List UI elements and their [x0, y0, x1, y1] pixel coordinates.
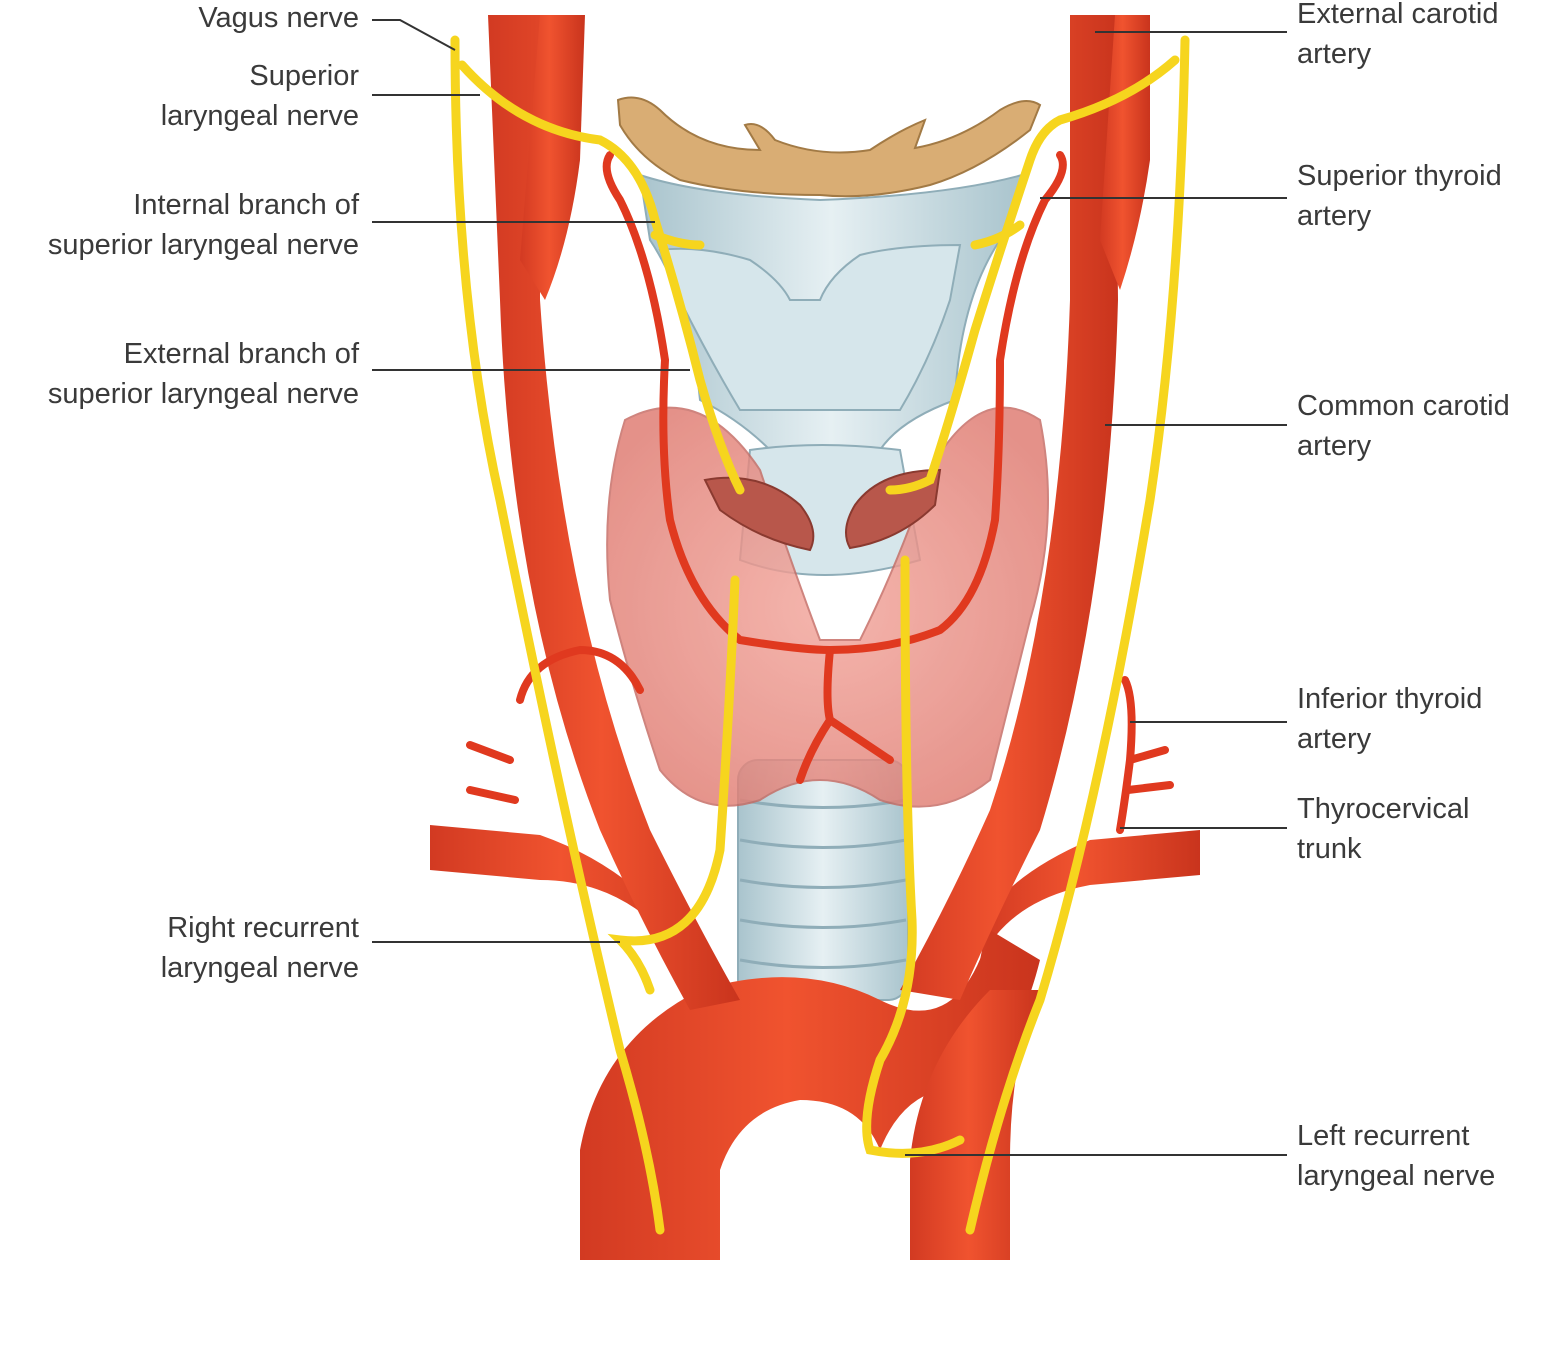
label-line: artery: [1297, 723, 1372, 755]
label-line: laryngeal nerve: [160, 952, 359, 984]
leader-lines: [372, 19, 1287, 1156]
label-line: trunk: [1297, 833, 1362, 865]
label-line: superior laryngeal nerve: [47, 229, 359, 261]
nerves: [450, 35, 1190, 1235]
label-line: Vagus nerve: [198, 2, 359, 34]
great-vessels: [430, 825, 1200, 1260]
label-line: superior laryngeal nerve: [47, 378, 359, 410]
label-line: artery: [1297, 430, 1372, 462]
label-line: laryngeal nerve: [1297, 1160, 1496, 1192]
label-inferior-thyroid-artery: Inferior thyroid artery: [1297, 679, 1482, 759]
label-thyrocervical-trunk: Thyrocervical trunk: [1297, 789, 1469, 869]
label-line: Superior: [249, 60, 359, 92]
label-line: Internal branch of: [133, 189, 359, 221]
label-line: laryngeal nerve: [160, 100, 359, 132]
label-internal-branch: Internal branch of superior laryngeal ne…: [48, 185, 359, 265]
label-line: artery: [1297, 38, 1372, 70]
label-line: External branch of: [123, 338, 359, 370]
label-external-branch: External branch of superior laryngeal ne…: [48, 334, 359, 414]
label-vagus-nerve: Vagus nerve: [198, 0, 359, 38]
label-line: Superior thyroid: [1297, 160, 1502, 192]
label-superior-laryngeal-nerve: Superior laryngeal nerve: [161, 56, 359, 136]
label-line: Right recurrent: [167, 912, 359, 944]
label-superior-thyroid-artery: Superior thyroid artery: [1297, 156, 1502, 236]
label-line: artery: [1297, 200, 1372, 232]
label-external-carotid-artery: External carotid artery: [1297, 0, 1499, 74]
label-common-carotid-artery: Common carotid artery: [1297, 386, 1510, 466]
label-right-recurrent-laryngeal-nerve: Right recurrent laryngeal nerve: [161, 908, 359, 988]
thyroid-gland: [606, 406, 1049, 808]
label-line: Inferior thyroid: [1297, 683, 1483, 715]
label-line: Left recurrent: [1297, 1120, 1470, 1152]
label-left-recurrent-laryngeal-nerve: Left recurrent laryngeal nerve: [1297, 1116, 1495, 1196]
label-line: Thyrocervical: [1297, 793, 1470, 825]
thyroid-arteries: [466, 151, 1174, 834]
label-line: Common carotid: [1297, 390, 1510, 422]
label-line: External carotid: [1297, 0, 1499, 30]
hyoid-bone: [616, 96, 1042, 198]
